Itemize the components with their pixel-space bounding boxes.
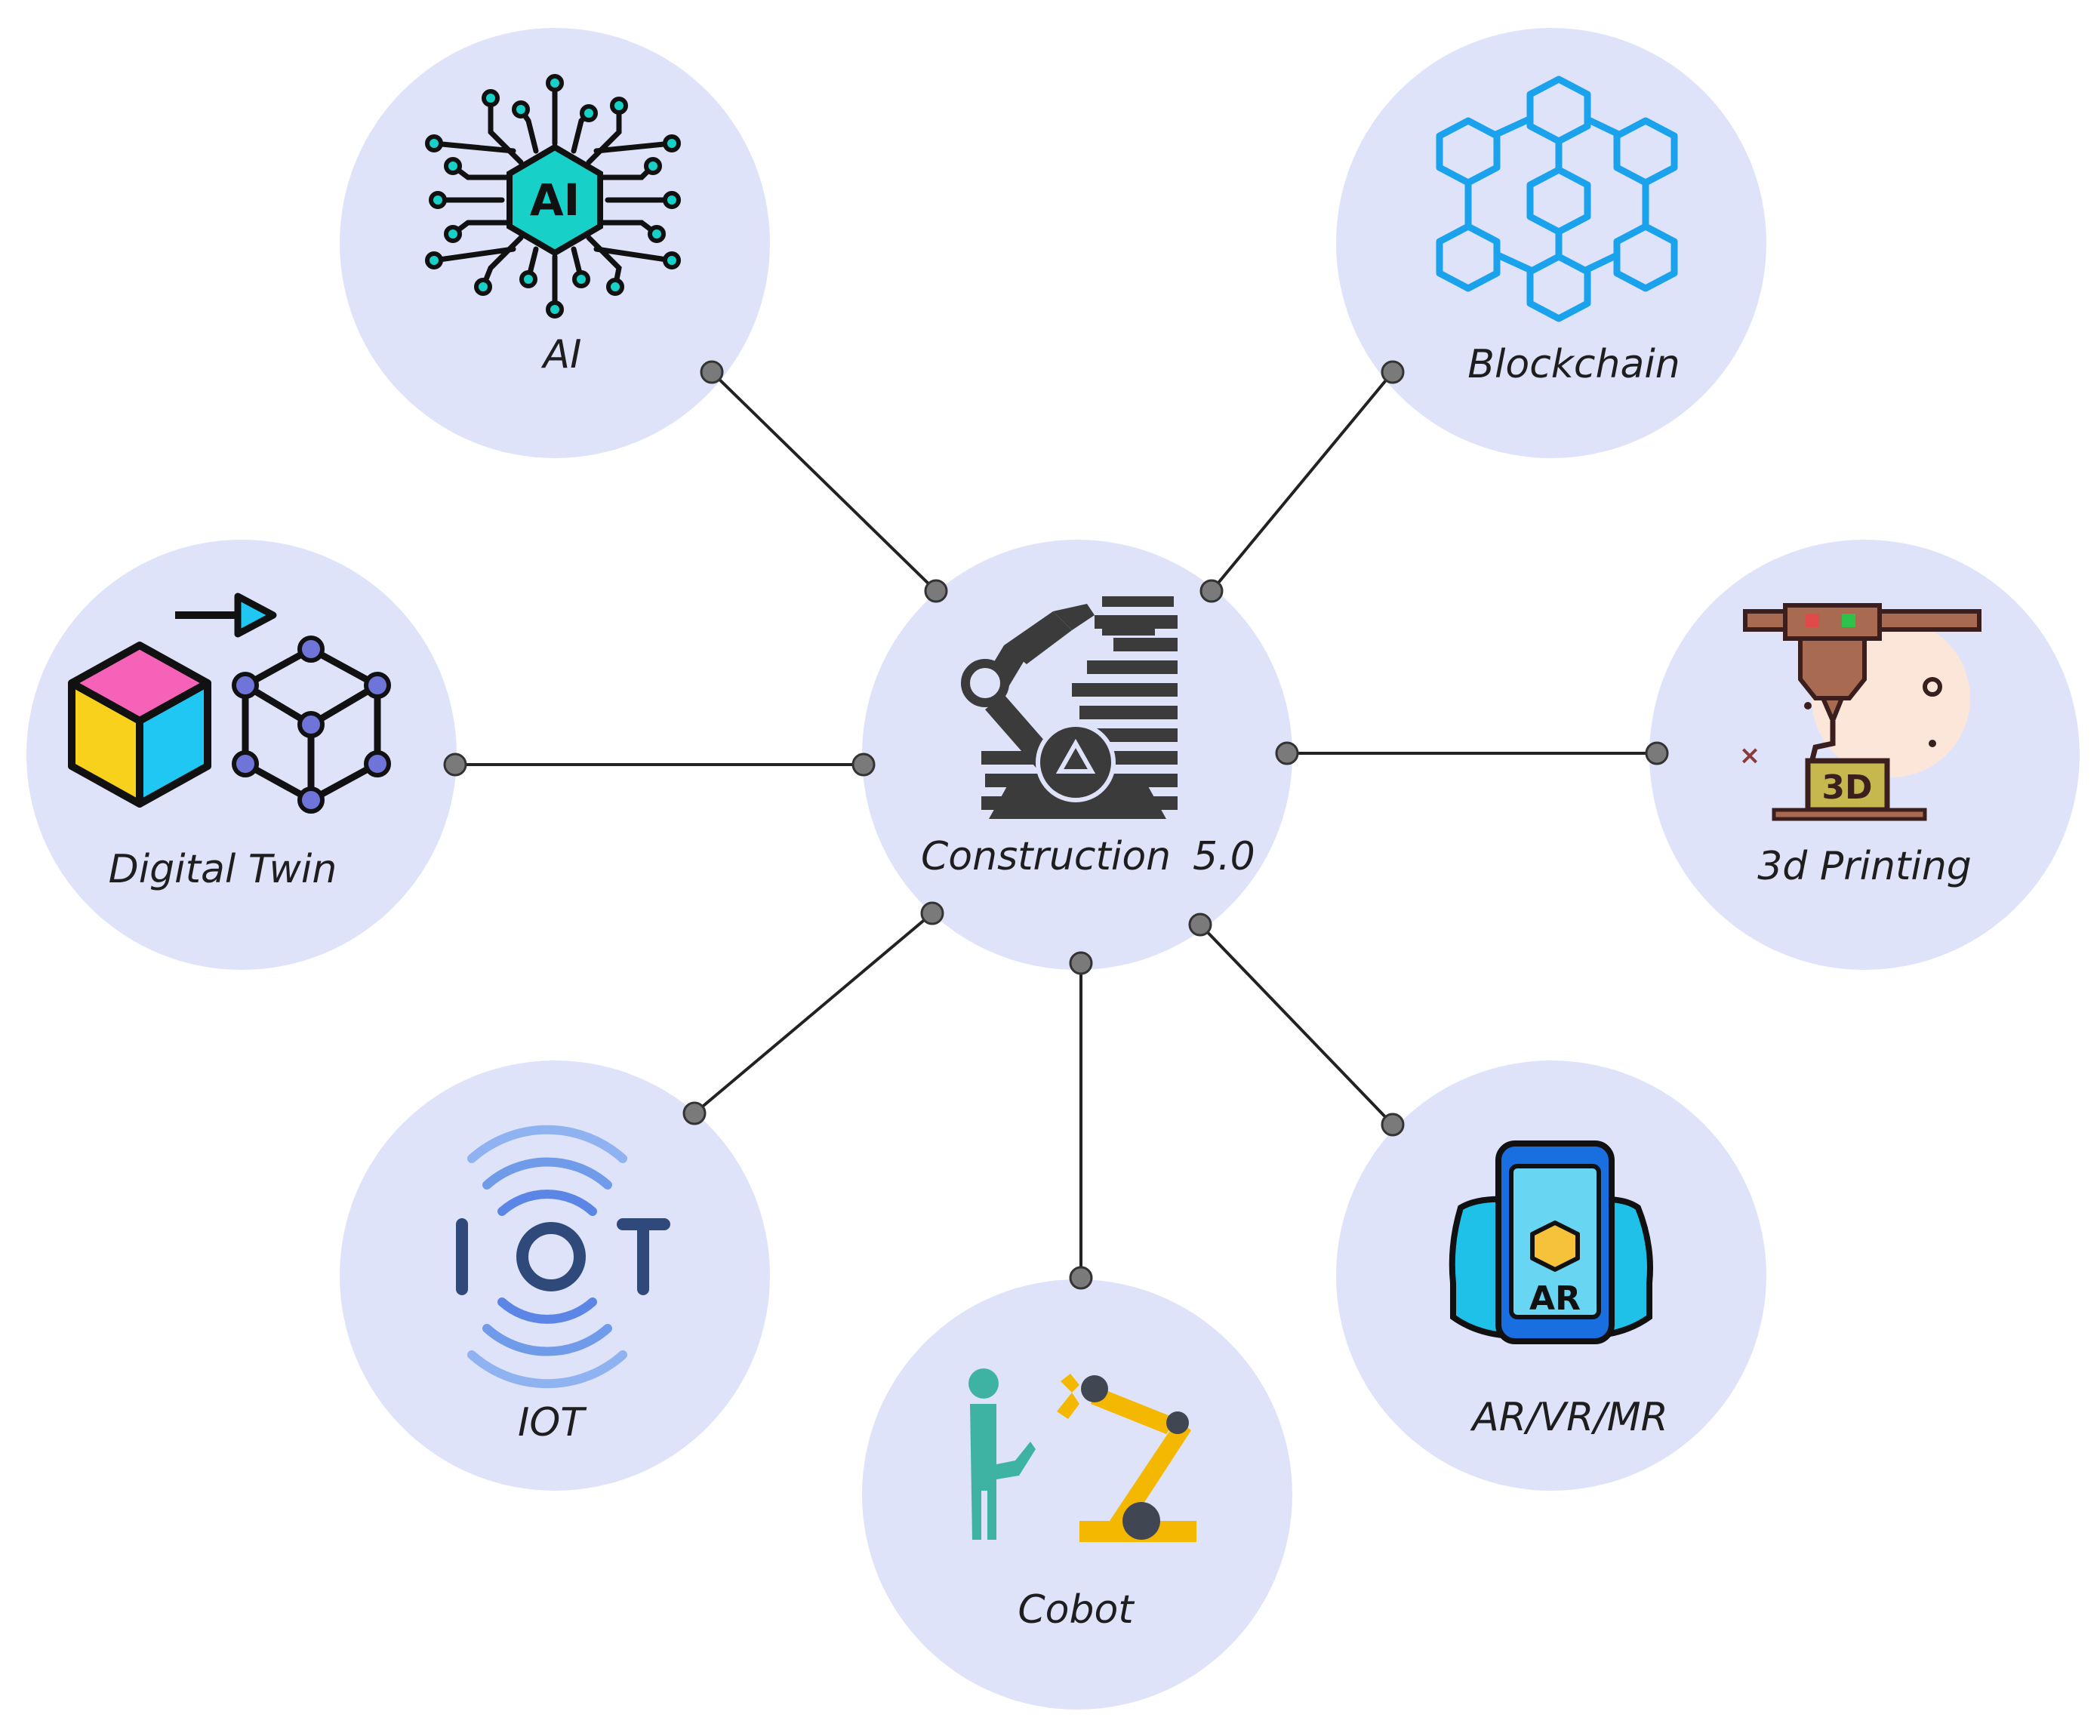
connectors bbox=[455, 371, 1657, 1278]
svg-text:AR: AR bbox=[1529, 1279, 1581, 1318]
dot bbox=[1188, 913, 1212, 937]
connector-ar bbox=[1199, 923, 1394, 1126]
svg-text:3D: 3D bbox=[1821, 768, 1872, 807]
blockchain-label: Blockchain bbox=[1467, 342, 1680, 387]
dot bbox=[1645, 741, 1669, 765]
digital-twin-label: Digital Twin bbox=[108, 847, 337, 892]
iot-signal-icon bbox=[456, 1125, 670, 1389]
ai-chip-text: AI bbox=[530, 174, 580, 226]
blockchain-cubes-icon bbox=[1436, 75, 1678, 322]
dot bbox=[920, 901, 944, 925]
ai-node-dots bbox=[425, 74, 681, 319]
dot bbox=[700, 360, 724, 384]
ar-vr-mr-label: AR/VR/MR bbox=[1472, 1395, 1668, 1440]
human-robot-arm-icon bbox=[968, 1368, 1196, 1542]
svg-text:×: × bbox=[1739, 740, 1761, 771]
dot bbox=[443, 753, 467, 777]
dot bbox=[1275, 741, 1299, 765]
robot-base bbox=[1036, 722, 1116, 802]
robot-base-triangle bbox=[1055, 738, 1096, 774]
connector-blockchain bbox=[1210, 371, 1394, 593]
cobot-label: Cobot bbox=[1018, 1587, 1134, 1633]
connector-ai bbox=[710, 371, 938, 593]
dot bbox=[851, 753, 876, 777]
ai-label: AI bbox=[543, 332, 582, 377]
center-label-version: 5.0 bbox=[1193, 834, 1255, 879]
center-label-main: Construction bbox=[921, 834, 1172, 879]
dot bbox=[1069, 1266, 1093, 1290]
digital-twin-cube-icon bbox=[68, 593, 391, 814]
ai-chip-hexagon bbox=[507, 143, 603, 257]
dot bbox=[682, 1101, 707, 1125]
iot-label: IOT bbox=[517, 1400, 585, 1445]
dot bbox=[1381, 360, 1405, 384]
dot bbox=[1199, 579, 1224, 603]
dot bbox=[1381, 1113, 1405, 1137]
connector-iot bbox=[693, 912, 934, 1115]
ar-phone-icon: AR bbox=[1449, 1140, 1653, 1344]
3d-printing-label: 3d Printing bbox=[1757, 844, 1972, 889]
robot-joint bbox=[961, 659, 1009, 707]
dot bbox=[1069, 951, 1093, 975]
iot-circle bbox=[340, 1060, 770, 1491]
dot bbox=[924, 579, 948, 603]
connector-dots bbox=[443, 360, 1669, 1290]
cobot-circle bbox=[862, 1279, 1292, 1710]
3d-printer-icon: 3D × bbox=[1739, 603, 1981, 821]
